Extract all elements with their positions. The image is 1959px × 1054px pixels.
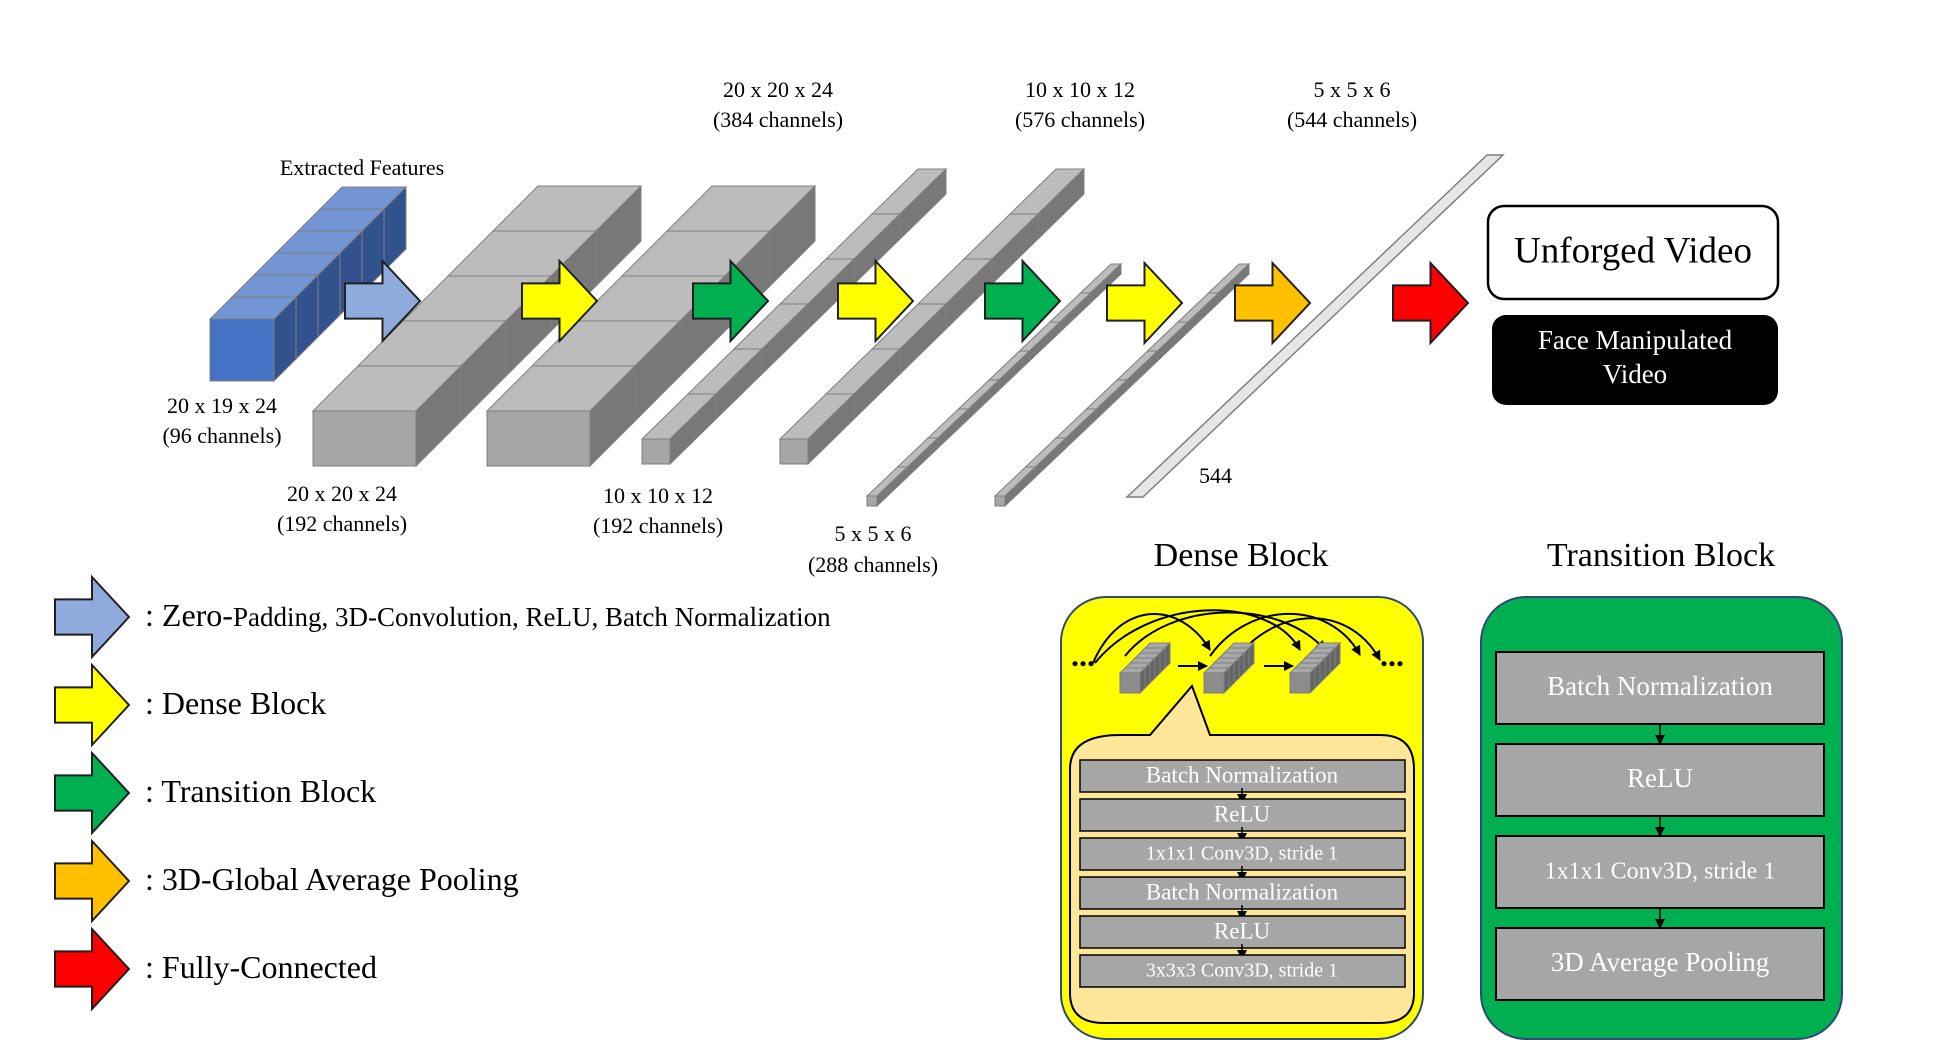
face-manipulated-label-line1: Face Manipulated xyxy=(1538,325,1733,355)
layer5-block-1 xyxy=(865,465,909,508)
legend-zero-padding-arrow xyxy=(54,574,131,660)
layer1-block-1 xyxy=(311,364,463,468)
dense-layer-label-3: 1x1x1 Conv3D, stride 1 xyxy=(1146,843,1338,865)
vector-size-label: 544 xyxy=(1199,463,1232,488)
layer2-dim-label: 20 x 20 x 24 xyxy=(723,77,833,102)
mini-stack-1 xyxy=(1118,641,1172,695)
dense-mini-feature-stacks xyxy=(1118,641,1342,695)
legend xyxy=(54,574,131,1012)
legend-zero-padding-prefix: : Zero- xyxy=(145,597,233,633)
dense-block-arrow-3 xyxy=(1106,260,1184,346)
zero-padding-arrow xyxy=(344,258,422,344)
dense-layer-label-6: 3x3x3 Conv3D, stride 1 xyxy=(1146,960,1338,982)
extracted-features-label: Extracted Features xyxy=(280,155,444,180)
layer5-channels-label: (288 channels) xyxy=(808,552,938,577)
global-avg-pooling-arrow xyxy=(1234,260,1312,346)
legend-fully-connected-arrow xyxy=(54,926,131,1012)
input-channels-label: (96 channels) xyxy=(162,423,281,448)
layer4-block-1 xyxy=(778,392,856,466)
flattened-vector xyxy=(1125,154,1505,498)
mini-slice-1-1 xyxy=(1118,666,1147,695)
input-slice-1 xyxy=(208,295,298,383)
legend-zero-padding-rest: Padding, 3D-Convolution, ReLU, Batch Nor… xyxy=(233,602,831,632)
dense-layer-box-1 xyxy=(1079,759,1406,793)
input-dim-label: 20 x 19 x 24 xyxy=(167,393,277,418)
layer3-dim-label: 10 x 10 x 12 xyxy=(603,483,713,508)
legend-global-avg-pooling-arrow xyxy=(54,838,131,924)
layer1-channels-label: (192 channels) xyxy=(277,511,407,536)
layer3-channels-label: (192 channels) xyxy=(593,513,723,538)
transition-block-arrow-2 xyxy=(984,258,1062,344)
mini-stack-3 xyxy=(1288,641,1342,695)
input-feature-stack xyxy=(208,185,408,383)
legend-global-avg-pooling-text: : 3D-Global Average Pooling xyxy=(145,861,519,897)
layer5-dim-label: 5 x 5 x 6 xyxy=(835,521,912,546)
layer2-block-1 xyxy=(485,364,637,468)
legend-transition-block-arrow xyxy=(54,750,131,836)
unforged-video-box: Unforged Video xyxy=(1486,204,1780,301)
mini-slice-2-1 xyxy=(1202,666,1231,695)
transition-block-arrow-1 xyxy=(692,258,770,344)
face-manipulated-label-line2: Video xyxy=(1603,359,1667,389)
legend-transition-block-text: : Transition Block xyxy=(145,773,376,809)
legend-dense-block-text: : Dense Block xyxy=(145,685,326,721)
transition-layer-box-2 xyxy=(1495,743,1825,817)
dense-layer-label-2: ReLU xyxy=(1214,801,1271,826)
layer1-dim-label: 20 x 20 x 24 xyxy=(287,481,397,506)
legend-zero-padding-text: : Zero-Padding, 3D-Convolution, ReLU, Ba… xyxy=(145,597,831,633)
dense-layer-box-3 xyxy=(1079,837,1406,871)
unforged-video-label: Unforged Video xyxy=(1514,230,1752,271)
layer6-block-1 xyxy=(993,465,1037,508)
dense-layer-box-2 xyxy=(1079,798,1406,832)
face-manipulated-video-box: Face Manipulated Video xyxy=(1492,315,1778,405)
dense-block-arrow-2 xyxy=(837,258,915,344)
dense-layer-box-5 xyxy=(1079,915,1406,949)
legend-dense-block-arrow xyxy=(54,662,131,748)
transition-layer-label-3: 1x1x1 Conv3D, stride 1 xyxy=(1545,859,1776,885)
pipeline xyxy=(208,154,1505,508)
dense-layer-label-5: ReLU xyxy=(1214,918,1271,943)
dense-block-title: Dense Block xyxy=(1154,537,1329,574)
transition-layer-box-3 xyxy=(1495,835,1825,909)
transition-layer-box-4 xyxy=(1495,927,1825,1001)
dense-layer-label-4: Batch Normalization xyxy=(1146,879,1339,904)
transition-layer-label-1: Batch Normalization xyxy=(1547,671,1773,701)
legend-fully-connected-text: : Fully-Connected xyxy=(145,949,377,985)
layer6-channels-label: (544 channels) xyxy=(1287,107,1417,132)
transition-layer-box-1 xyxy=(1495,651,1825,725)
dense-layer-box-4 xyxy=(1079,876,1406,910)
transition-layer-label-4: 3D Average Pooling xyxy=(1551,947,1769,977)
dense-layer-box-6 xyxy=(1079,954,1406,988)
mini-slice-3-1 xyxy=(1288,666,1317,695)
mini-stack-2 xyxy=(1202,641,1256,695)
layer3-block-1 xyxy=(640,392,718,466)
dense-layer-label-1: Batch Normalization xyxy=(1146,762,1339,787)
layer2-channels-label: (384 channels) xyxy=(713,107,843,132)
layer4-channels-label: (576 channels) xyxy=(1015,107,1145,132)
layer4-dim-label: 10 x 10 x 12 xyxy=(1025,77,1135,102)
dense-ellipsis-right: ... xyxy=(1380,637,1404,673)
fully-connected-arrow xyxy=(1392,260,1470,346)
layer6-dim-label: 5 x 5 x 6 xyxy=(1314,77,1391,102)
dense-ellipsis-left: ... xyxy=(1071,637,1095,673)
dense-block-arrow-1 xyxy=(521,258,599,344)
transition-layer-label-2: ReLU xyxy=(1627,763,1693,793)
transition-block-title: Transition Block xyxy=(1547,537,1775,574)
